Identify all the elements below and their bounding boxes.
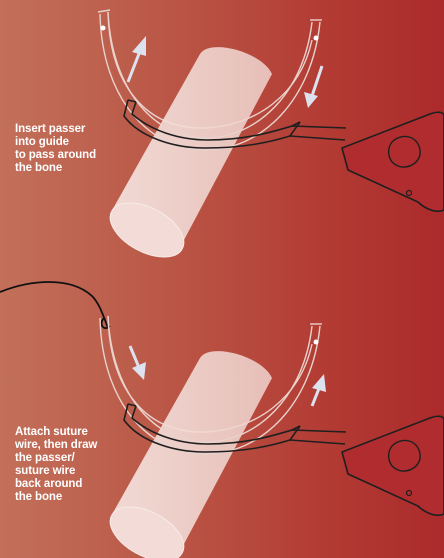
step-2-illustration [0,282,444,558]
step-1-illustration [98,10,444,268]
direction-arrow [304,66,322,108]
step-1-caption: Insert passer into guide to pass around … [15,123,135,175]
suture-wire [0,282,110,328]
direction-arrow [312,374,326,406]
direction-arrow [128,36,146,82]
direction-arrow [130,346,146,380]
step-2-caption: Attach suture wire, then draw the passer… [15,426,135,504]
handle [342,112,444,211]
handle [342,416,444,515]
